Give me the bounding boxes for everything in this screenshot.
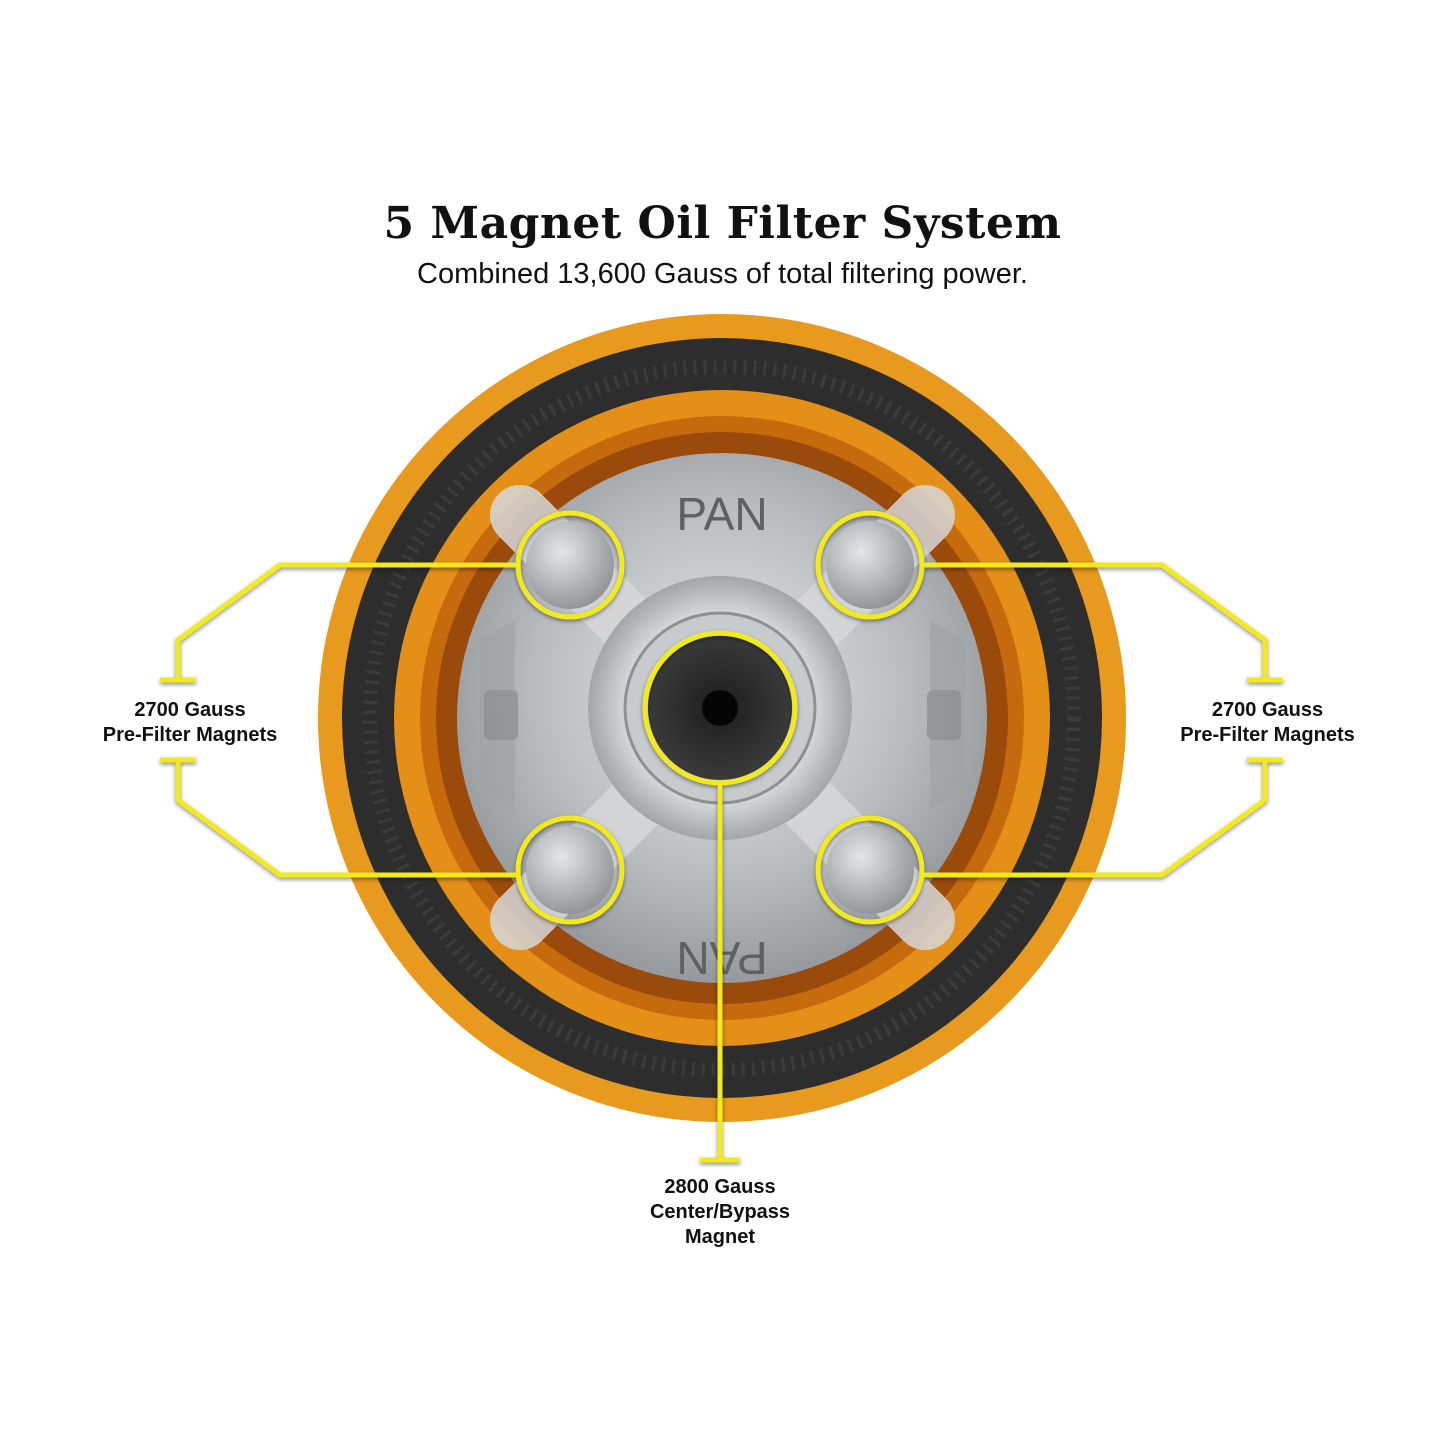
plate-cross-ridges: [490, 485, 955, 950]
callout-bottom-line1: 2800 Gauss: [664, 1176, 776, 1198]
callout-left-line1: 2700 Gauss: [134, 699, 246, 721]
magnet-top-right: [826, 521, 914, 609]
magnet-bottom-left: [526, 826, 614, 914]
callout-right-line1: 2700 Gauss: [1211, 699, 1324, 721]
right-emblem: [927, 620, 965, 810]
page-title: 5 Magnet Oil Filter System: [383, 198, 1062, 249]
center-bore: [702, 690, 738, 726]
ring-bottom-right: [815, 815, 925, 925]
callout-left-line2: Pre-Filter Magnets: [102, 724, 278, 746]
left-emblem: [480, 620, 518, 810]
callout-bottom-line3: Magnet: [685, 1226, 755, 1248]
plate-top-label: PAN: [676, 488, 767, 540]
magnet-bottom-right: [826, 826, 914, 914]
page-subtitle: Combined 13,600 Gauss of total filtering…: [417, 258, 1028, 290]
magnet-top-left: [526, 521, 614, 609]
leader-left-bottom: [175, 760, 518, 878]
ring-bottom-left: [515, 815, 625, 925]
leader-left-top: [175, 562, 518, 680]
callout-left: 2700 Gauss Pre-Filter Magnets: [70, 698, 310, 748]
callout-bottom-line2: Center/Bypass: [649, 1201, 791, 1223]
callout-lines: [160, 510, 1283, 1163]
callout-bottom: 2800 Gauss Center/Bypass Magnet: [600, 1175, 840, 1250]
callout-right: 2700 Gauss Pre-Filter Magnets: [1145, 698, 1390, 748]
callout-right-line2: Pre-Filter Magnets: [1180, 724, 1355, 746]
leader-right-bottom: [922, 760, 1268, 878]
leader-right-top: [922, 562, 1268, 680]
magnets: [526, 521, 914, 914]
